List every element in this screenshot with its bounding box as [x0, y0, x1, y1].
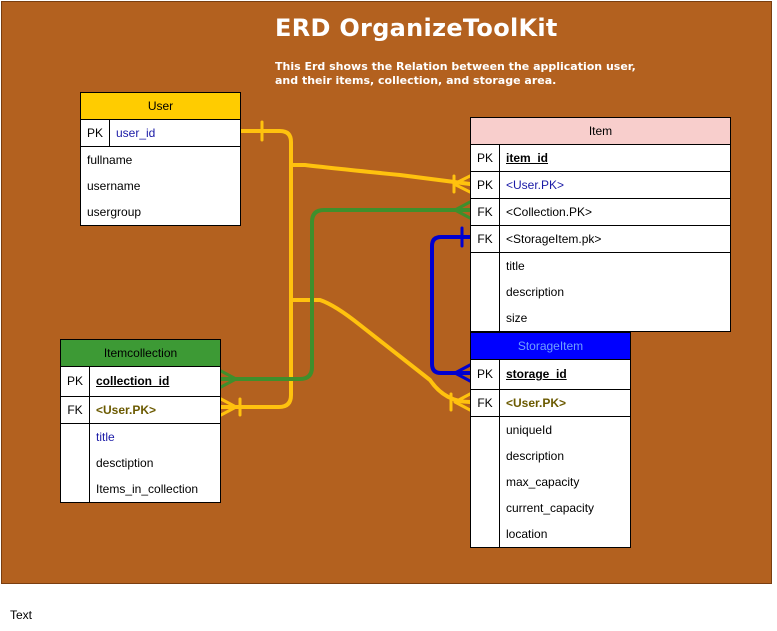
field-row: size — [471, 305, 730, 331]
field-name: <User.PK> — [506, 396, 567, 410]
field-row: title — [61, 424, 220, 450]
field-name: <User.PK> — [506, 178, 565, 192]
key-label: FK — [471, 390, 500, 416]
field-name: <StorageItem.pk> — [506, 232, 602, 246]
field-name: collection_id — [96, 374, 170, 388]
field-row: title — [471, 253, 730, 279]
field-row: uniqueId — [471, 417, 630, 443]
crowfoot-collection-pk — [219, 369, 238, 389]
link-storage-item — [430, 235, 472, 375]
field-row: max_capacity — [471, 469, 630, 495]
field-name: title — [96, 430, 115, 444]
key-label: PK — [81, 120, 110, 146]
field-row: description — [471, 279, 730, 305]
link-user-item — [239, 129, 472, 186]
key-label: PK — [471, 360, 500, 389]
field-row: current_capacity — [471, 495, 630, 521]
crowfoot-storage-pk — [453, 363, 472, 383]
entity-header: User — [81, 93, 240, 120]
field-name: user_id — [116, 126, 156, 140]
field-name: item_id — [506, 151, 549, 165]
field-row: Items_in_collection — [61, 476, 220, 502]
entity-itemcollection[interactable]: Itemcollection PK collection_id FK <User… — [60, 339, 221, 503]
field-name: fullname — [87, 153, 133, 167]
key-row: PK item_id — [471, 145, 730, 172]
key-row: FK <Collection.PK> — [471, 199, 730, 226]
crowfoot-collection-fk — [219, 397, 242, 417]
key-row: PK storage_id — [471, 360, 630, 390]
entity-header: Itemcollection — [61, 340, 220, 367]
link-user-itemcollection — [219, 163, 293, 409]
key-row: FK <User.PK> — [471, 390, 630, 417]
field-name: current_capacity — [506, 501, 595, 515]
field-name: description — [506, 285, 565, 299]
field-name: <User.PK> — [96, 403, 157, 417]
field-name: desctiption — [96, 456, 154, 470]
field-name: Items_in_collection — [96, 482, 199, 496]
crowfoot-item-user — [452, 174, 472, 194]
key-label: PK — [61, 367, 90, 396]
field-row: description — [471, 443, 630, 469]
link-user-storageitem — [289, 298, 472, 404]
diagram-title: ERD OrganizeToolKit — [275, 14, 558, 42]
entity-user[interactable]: User PK user_id fullname username usergr… — [80, 92, 241, 226]
field-row: username — [81, 173, 240, 199]
key-label: FK — [471, 226, 500, 252]
key-row: FK <StorageItem.pk> — [471, 226, 730, 253]
field-name: title — [506, 259, 525, 273]
key-row: PK user_id — [81, 120, 240, 147]
field-row: usergroup — [81, 199, 240, 225]
key-label: FK — [61, 397, 90, 423]
crowfoot-item-collection — [453, 200, 472, 220]
key-row: FK <User.PK> — [61, 397, 220, 424]
field-row: fullname — [81, 147, 240, 173]
field-name: description — [506, 449, 565, 463]
field-name: location — [506, 527, 548, 541]
field-name: max_capacity — [506, 475, 580, 489]
entity-storageitem[interactable]: StorageItem PK storage_id FK <User.PK> u… — [470, 332, 631, 548]
key-label: FK — [471, 199, 500, 225]
crowfoot-storage-fk — [449, 392, 472, 412]
field-name: <Collection.PK> — [506, 205, 593, 219]
key-label: PK — [471, 172, 500, 198]
key-row: PK <User.PK> — [471, 172, 730, 199]
entity-header: StorageItem — [471, 333, 630, 360]
footer-text[interactable]: Text — [10, 608, 33, 622]
link-collection-item — [219, 208, 472, 381]
diagram-subtitle: This Erd shows the Relation between the … — [275, 60, 636, 87]
key-label: PK — [471, 145, 500, 171]
entity-header: Item — [471, 118, 730, 145]
key-row: PK collection_id — [61, 367, 220, 397]
field-name: size — [506, 311, 528, 325]
field-row: desctiption — [61, 450, 220, 476]
field-name: storage_id — [506, 367, 567, 381]
entity-item[interactable]: Item PK item_id PK <User.PK> FK <Collect… — [470, 117, 731, 332]
field-name: uniqueId — [506, 423, 553, 437]
field-row: location — [471, 521, 630, 547]
field-name: usergroup — [87, 205, 142, 219]
field-name: username — [87, 179, 141, 193]
